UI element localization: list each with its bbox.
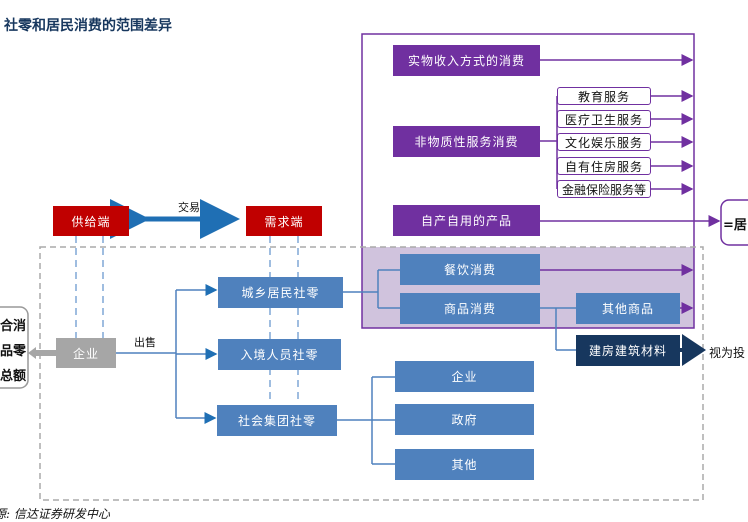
sell-label: 出售 bbox=[134, 336, 156, 349]
group-retail-box: 社会集团社零 bbox=[217, 405, 337, 436]
urban-rural-retail-box: 城乡居民社零 bbox=[218, 277, 343, 308]
enterprise-box: 企业 bbox=[56, 338, 116, 368]
service-finance: 金融保险服务等 bbox=[557, 180, 651, 198]
group-government-box: 政府 bbox=[395, 404, 534, 435]
self-produced-box: 自产自用的产品 bbox=[393, 205, 540, 236]
other-goods-box: 其他商品 bbox=[576, 293, 680, 324]
demand-side-box: 需求端 bbox=[246, 206, 322, 236]
source-note: 源: 信达证券研发中心 bbox=[0, 507, 110, 521]
service-medical: 医疗卫生服务 bbox=[557, 110, 651, 128]
building-materials-box: 建房建筑材料 bbox=[576, 335, 680, 366]
non-material-services-box: 非物质性服务消费 bbox=[393, 126, 540, 157]
in-kind-consumption-box: 实物收入方式的消费 bbox=[393, 45, 540, 76]
resident-consumption-label: =居 bbox=[723, 218, 747, 233]
catering-box: 餐饮消费 bbox=[400, 254, 540, 285]
page-title: 社零和居民消费的范围差异 bbox=[4, 18, 172, 34]
service-housing: 自有住房服务 bbox=[557, 157, 651, 175]
supply-side-box: 供给端 bbox=[53, 206, 129, 236]
group-other-box: 其他 bbox=[395, 449, 534, 480]
investment-label: 视为投 bbox=[709, 346, 746, 360]
service-culture: 文化娱乐服务 bbox=[557, 133, 651, 151]
group-enterprise-box: 企业 bbox=[395, 361, 534, 392]
service-education: 教育服务 bbox=[557, 87, 651, 105]
trade-label: 交易 bbox=[178, 201, 200, 214]
retail-line-3: 总额 bbox=[0, 369, 27, 384]
inbound-retail-box: 入境人员社零 bbox=[218, 339, 341, 370]
retail-line-2: 品零 bbox=[0, 344, 27, 359]
retail-sales-box: 合消 品零 总额 bbox=[0, 314, 26, 389]
retail-line-1: 合消 bbox=[0, 319, 27, 334]
goods-box: 商品消费 bbox=[400, 293, 540, 324]
